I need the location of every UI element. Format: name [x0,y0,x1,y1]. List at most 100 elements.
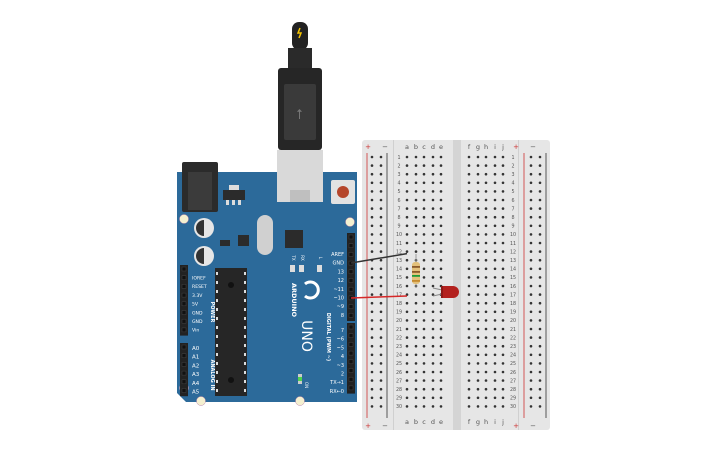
breadboard-hole[interactable] [431,190,435,193]
resistor[interactable] [412,254,420,288]
rail-hole[interactable] [370,164,374,167]
rail-hole[interactable] [529,284,533,288]
breadboard-hole[interactable] [467,164,471,167]
breadboard-hole[interactable] [414,155,418,159]
breadboard-hole[interactable] [484,198,488,202]
rail-hole[interactable] [370,207,374,210]
breadboard-hole[interactable] [476,276,480,279]
rail-hole[interactable] [370,172,374,176]
breadboard-hole[interactable] [467,370,471,374]
breadboard-hole[interactable] [476,387,480,391]
breadboard-hole[interactable] [484,207,488,210]
rail-hole[interactable] [379,207,383,210]
breadboard-hole[interactable] [431,181,435,185]
header-pin[interactable] [181,275,187,280]
header-pin[interactable] [348,376,354,382]
breadboard-hole[interactable] [414,207,418,210]
breadboard-hole[interactable] [439,370,443,374]
breadboard-hole[interactable] [467,362,471,365]
rail-hole[interactable] [529,319,533,322]
breadboard-hole[interactable] [501,233,505,236]
breadboard-hole[interactable] [422,164,426,167]
breadboard-hole[interactable] [431,319,435,322]
breadboard-hole[interactable] [405,396,409,400]
breadboard-hole[interactable] [422,344,426,348]
breadboard-hole[interactable] [484,155,488,159]
rail-hole[interactable] [370,379,374,382]
header-pin[interactable] [181,301,187,307]
breadboard-hole[interactable] [431,276,435,279]
rail-hole[interactable] [379,405,383,408]
rail-hole[interactable] [370,224,374,228]
rail-hole[interactable] [538,207,542,210]
breadboard-hole[interactable] [476,181,480,185]
breadboard-hole[interactable] [493,319,497,322]
rail-hole[interactable] [379,233,383,236]
breadboard-hole[interactable] [493,353,497,357]
breadboard-hole[interactable] [476,207,480,210]
rail-hole[interactable] [538,353,542,357]
breadboard-hole[interactable] [484,396,488,400]
breadboard-hole[interactable] [467,250,471,253]
breadboard-hole[interactable] [501,284,505,288]
rail-hole[interactable] [379,172,383,176]
breadboard-hole[interactable] [422,362,426,365]
breadboard-hole[interactable] [422,241,426,245]
breadboard-hole[interactable] [493,293,497,296]
breadboard-hole[interactable] [439,301,443,305]
breadboard-hole[interactable] [439,250,443,253]
breadboard-hole[interactable] [405,215,409,219]
rail-hole[interactable] [370,267,374,271]
breadboard-hole[interactable] [439,379,443,382]
header-pin[interactable] [348,304,354,309]
header-pin[interactable] [181,284,187,289]
rail-hole[interactable] [538,336,542,339]
breadboard-hole[interactable] [405,301,409,305]
rail-hole[interactable] [538,344,542,348]
breadboard-hole[interactable] [422,224,426,228]
breadboard-hole[interactable] [484,310,488,314]
rail-hole[interactable] [370,155,374,159]
rail-hole[interactable] [529,353,533,357]
led[interactable] [432,286,459,298]
breadboard-hole[interactable] [431,362,435,365]
breadboard-hole[interactable] [414,293,418,296]
breadboard-hole[interactable] [431,155,435,159]
breadboard-hole[interactable] [422,190,426,193]
breadboard-hole[interactable] [501,387,505,391]
rail-hole[interactable] [529,405,533,408]
rail-hole[interactable] [538,301,542,305]
rail-hole[interactable] [529,198,533,202]
breadboard-hole[interactable] [493,267,497,271]
breadboard-hole[interactable] [414,370,418,374]
breadboard-hole[interactable] [414,181,418,185]
breadboard-hole[interactable] [501,181,505,185]
breadboard-hole[interactable] [493,155,497,159]
breadboard-hole[interactable] [501,353,505,357]
breadboard-hole[interactable] [414,336,418,339]
breadboard-hole[interactable] [405,181,409,185]
breadboard-hole[interactable] [476,267,480,271]
rail-hole[interactable] [379,396,383,400]
breadboard-hole[interactable] [439,276,443,279]
breadboard-hole[interactable] [501,344,505,348]
breadboard-hole[interactable] [405,207,409,210]
breadboard-hole[interactable] [422,301,426,305]
breadboard-hole[interactable] [467,155,471,159]
breadboard-hole[interactable] [493,405,497,408]
breadboard-hole[interactable] [501,215,505,219]
rail-hole[interactable] [538,233,542,236]
breadboard-hole[interactable] [493,172,497,176]
rail-hole[interactable] [370,310,374,314]
breadboard-hole[interactable] [501,405,505,408]
breadboard-hole[interactable] [493,198,497,202]
rail-hole[interactable] [370,190,374,193]
rail-hole[interactable] [379,353,383,357]
breadboard-hole[interactable] [439,241,443,245]
breadboard-hole[interactable] [501,379,505,382]
header-pin[interactable] [181,327,187,333]
rail-hole[interactable] [529,379,533,382]
breadboard-hole[interactable] [484,379,488,382]
